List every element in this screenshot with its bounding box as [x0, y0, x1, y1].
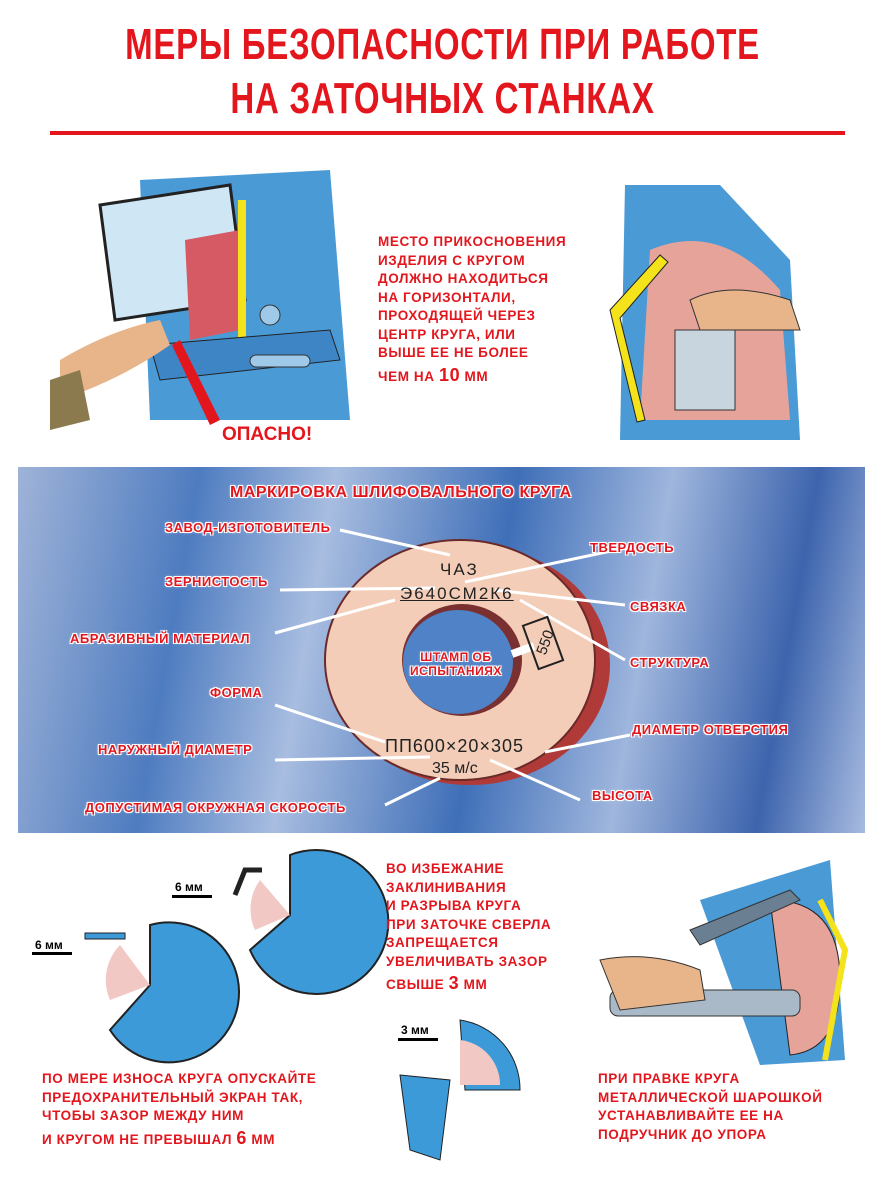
- gap-line: УВЕЛИЧИВАТЬ ЗАЗОР: [386, 953, 548, 969]
- dressing-illustration: [599, 860, 849, 1065]
- label-shape: ФОРМА: [210, 685, 263, 700]
- label-height: ВЫСОТА: [592, 788, 653, 803]
- warning-value: 10: [438, 364, 461, 385]
- gap-line: ЗАПРЕЩАЕТСЯ: [386, 935, 499, 950]
- gap-unit: ММ: [463, 977, 488, 992]
- gap-line: ВО ИЗБЕЖАНИЕ: [386, 861, 505, 876]
- wheel-maker: ЧАЗ: [440, 560, 479, 579]
- warning-line: ДОЛЖНО НАХОДИТЬСЯ: [378, 271, 549, 286]
- label-bond: СВЯЗКА: [630, 599, 687, 614]
- warning-line: МЕСТО ПРИКОСНОВЕНИЯ: [378, 234, 567, 249]
- warning-unit: ММ: [464, 368, 489, 384]
- label-abrasive: АБРАЗИВНЫЙ МАТЕРИАЛ: [70, 631, 250, 646]
- contact-point-warning: МЕСТО ПРИКОСНОВЕНИЯ ИЗДЕЛИЯ С КРУГОМ ДОЛ…: [378, 233, 566, 386]
- screen-gap-diagrams: [32, 849, 521, 1161]
- gap-line: СВЫШЕ: [386, 977, 445, 992]
- stamp-label-line: ИСПЫТАНИЯХ: [410, 664, 502, 678]
- screen-value: 6: [236, 1127, 248, 1148]
- screen-line: И КРУГОМ НЕ ПРЕВЫШАЛ: [42, 1131, 233, 1147]
- dimension-6mm-upper: 6 мм: [175, 880, 203, 894]
- warning-line: ЧЕМ НА: [378, 368, 435, 384]
- screen-line: ЧТОБЫ ЗАЗОР МЕЖДУ НИМ: [42, 1108, 244, 1123]
- dressing-instruction: ПРИ ПРАВКЕ КРУГА МЕТАЛЛИЧЕСКОЙ ШАРОШКОЙ …: [598, 1070, 823, 1144]
- poster-title-line2: НА ЗАТОЧНЫХ СТАНКАХ: [230, 74, 655, 123]
- wheel-code: Э640СМ2К6: [400, 584, 514, 603]
- stamp-label-line: ШТАМП ОБ: [420, 650, 492, 664]
- gap-warning: ВО ИЗБЕЖАНИЕ ЗАКЛИНИВАНИЯ И РАЗРЫВА КРУГ…: [386, 860, 551, 995]
- warning-line: ПРОХОДЯЩЕЙ ЧЕРЕЗ: [378, 308, 536, 323]
- label-outer-diameter: НАРУЖНЫЙ ДИАМЕТР: [98, 742, 253, 757]
- label-hardness: ТВЕРДОСТЬ: [590, 540, 675, 555]
- grinder-left-illustration: [50, 170, 350, 430]
- screen-lowering-instruction: ПО МЕРЕ ИЗНОСА КРУГА ОПУСКАЙТЕ ПРЕДОХРАН…: [42, 1070, 316, 1149]
- warning-line: ВЫШЕ ЕЕ НЕ БОЛЕЕ: [378, 345, 529, 360]
- gap-line: ПРИ ЗАТОЧКЕ СВЕРЛА: [386, 916, 552, 932]
- label-structure: СТРУКТУРА: [630, 655, 710, 670]
- label-bore: ДИАМЕТР ОТВЕРСТИЯ: [632, 722, 789, 737]
- label-manufacturer: ЗАВОД-ИЗГОТОВИТЕЛЬ: [165, 520, 331, 535]
- dimension-6mm-lower: 6 мм: [35, 938, 63, 952]
- danger-label: ОПАСНО!: [222, 424, 313, 445]
- marking-title: МАРКИРОВКА ШЛИФОВАЛЬНОГО КРУГА: [230, 484, 572, 501]
- poster-title-line1: МЕРЫ БЕЗОПАСНОСТИ ПРИ РАБОТЕ: [125, 20, 760, 69]
- wheel-speed: 35 м/с: [432, 760, 478, 777]
- warning-line: ЦЕНТР КРУГА, ИЛИ: [378, 326, 516, 342]
- screen-line: ПО МЕРЕ ИЗНОСА КРУГА ОПУСКАЙТЕ: [42, 1071, 317, 1086]
- dimension-3mm: 3 мм: [401, 1023, 429, 1037]
- wheel-size: ПП600×20×305: [385, 736, 524, 756]
- label-grain: ЗЕРНИСТОСТЬ: [165, 574, 268, 589]
- warning-line: ИЗДЕЛИЯ С КРУГОМ: [378, 252, 526, 268]
- title-divider: [50, 131, 845, 135]
- gap-line: И РАЗРЫВА КРУГА: [386, 898, 522, 913]
- dress-line: ПОДРУЧНИК ДО УПОРА: [598, 1126, 767, 1142]
- dress-line: УСТАНАВЛИВАЙТЕ ЕЕ НА: [598, 1108, 784, 1123]
- gap-value: 3: [448, 973, 460, 993]
- grinder-right-illustration: [609, 185, 801, 440]
- warning-line: НА ГОРИЗОНТАЛИ,: [378, 289, 516, 305]
- dress-line: ПРИ ПРАВКЕ КРУГА: [598, 1071, 740, 1086]
- screen-line: ПРЕДОХРАНИТЕЛЬНЫЙ ЭКРАН ТАК,: [42, 1089, 304, 1105]
- label-speed: ДОПУСТИМАЯ ОКРУЖНАЯ СКОРОСТЬ: [85, 800, 346, 815]
- dress-line: МЕТАЛЛИЧЕСКОЙ ШАРОШКОЙ: [598, 1089, 823, 1105]
- gap-line: ЗАКЛИНИВАНИЯ: [386, 879, 507, 895]
- screen-unit: ММ: [251, 1131, 276, 1147]
